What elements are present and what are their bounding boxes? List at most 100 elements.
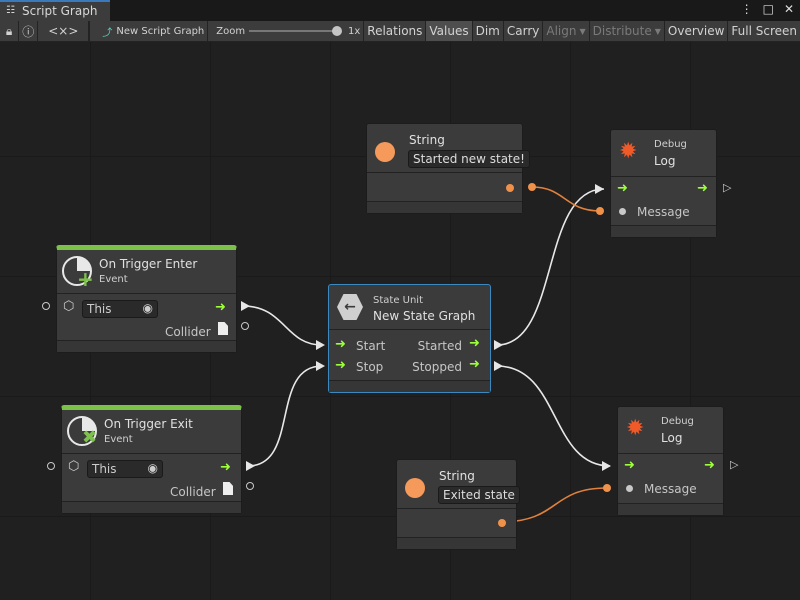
node-subtitle: State Unit [373,295,424,306]
message-connector[interactable] [603,484,611,492]
node-title: New State Graph [373,309,476,323]
tab-script-graph[interactable]: ☷Script Graph [0,0,110,21]
stop-arrow-icon[interactable]: ➜ [335,358,346,373]
output-port[interactable] [498,519,506,527]
state-unit-icon: ← [337,294,363,320]
on-trigger-enter-node[interactable]: + On Trigger Enter Event ⬡ This◉ ➜ Colli… [56,245,237,353]
node-title: On Trigger Exit [104,417,193,431]
message-connector[interactable] [596,207,604,215]
event-icon [67,416,97,446]
started-arrow-icon[interactable]: ➜ [469,336,480,351]
target-input[interactable]: This ◉ [87,460,163,478]
stopped-label: Stopped [412,360,462,374]
string-icon [405,478,425,498]
collider-label: Collider [170,485,216,499]
output-port[interactable] [506,184,514,192]
flow-output-arrow-icon[interactable]: ➜ [697,181,708,196]
document-icon [223,482,233,495]
carry-button[interactable]: Carry [504,21,544,41]
variables-icon[interactable]: <×> [38,21,90,41]
flow-input-arrow-icon[interactable]: ➜ [617,181,628,196]
node-subtitle: Debug [661,416,694,427]
message-label: Message [644,482,697,496]
debug-log-node[interactable]: ✹ Debug Log ➜ ➜ Message [610,129,717,238]
on-trigger-exit-node[interactable]: ✖ On Trigger Exit Event ⬡ This◉ ➜ Collid… [61,405,242,514]
state-unit-node[interactable]: ← State Unit New State Graph ➜ Start Sta… [328,284,491,393]
started-connector[interactable] [494,340,503,350]
flow-output-arrow-icon[interactable]: ➜ [215,300,226,315]
node-title: String [409,133,445,147]
kebab-icon[interactable]: ⋮ [740,2,753,16]
relations-button[interactable]: Relations [364,21,427,41]
string-node[interactable]: String Started new state! [366,123,530,214]
target-input[interactable]: This ◉ [82,300,158,318]
message-port[interactable] [626,485,633,492]
object-picker-icon[interactable]: ◉ [142,301,153,315]
target-connector[interactable] [42,302,50,310]
string-node[interactable]: String Exited state [396,459,520,550]
string-value-input[interactable]: Exited state [438,486,520,504]
collider-connector[interactable] [241,322,249,330]
tab-title: Script Graph [22,4,98,18]
graph-name: New Script Graph [116,25,205,37]
graph-breadcrumb[interactable]: ⤴New Script Graph [90,21,209,41]
stopped-connector[interactable] [494,361,503,371]
toolbar: 🔒︎ ⓘ <×> ⤴New Script Graph Zoom 1x Relat… [0,21,800,42]
document-icon [218,322,228,335]
string-icon [375,142,395,162]
node-title: On Trigger Enter [99,257,198,271]
flow-connector[interactable] [602,461,611,471]
collider-connector[interactable] [246,482,254,490]
node-title: Log [654,154,676,168]
graph-icon: ⤴ [102,27,113,39]
lock-icon[interactable]: 🔒︎ [0,21,20,41]
flow-out-connector[interactable] [241,301,250,311]
string-output-connector[interactable] [528,183,536,191]
event-icon [62,256,92,286]
overview-button[interactable]: Overview [665,21,729,41]
object-picker-icon[interactable]: ◉ [147,461,158,475]
align-dropdown[interactable]: Align▼ [543,21,590,41]
full-screen-button[interactable]: Full Screen [731,24,797,38]
start-connector[interactable] [316,340,325,350]
target-value: This [87,302,112,316]
zoom-slider-handle[interactable] [332,26,342,36]
flow-output-arrow-icon[interactable]: ➜ [220,460,231,475]
close-icon[interactable]: ✕ [783,2,794,16]
node-title: Log [661,431,683,445]
target-connector[interactable] [47,462,55,470]
values-button[interactable]: Values [426,21,473,41]
flow-out-connector-icon[interactable]: ▷ [730,458,739,471]
x-icon: ✖ [82,427,98,448]
start-arrow-icon[interactable]: ➜ [335,337,346,352]
started-label: Started [417,339,462,353]
stopped-arrow-icon[interactable]: ➜ [469,357,480,372]
stop-connector[interactable] [316,361,325,371]
flow-output-arrow-icon[interactable]: ➜ [704,458,715,473]
flow-out-connector[interactable] [246,461,255,471]
distribute-dropdown[interactable]: Distribute▼ [590,21,665,41]
message-port[interactable] [619,208,626,215]
distribute-label: Distribute [592,24,652,38]
flow-connector[interactable] [595,184,604,194]
flow-input-arrow-icon[interactable]: ➜ [624,458,635,473]
dim-button[interactable]: Dim [473,21,504,41]
debug-log-node[interactable]: ✹ Debug Log ➜ ➜ Message [617,406,724,516]
zoom-control: Zoom 1x [208,21,365,41]
maximize-icon[interactable]: □ [762,2,774,16]
stop-label: Stop [356,360,384,374]
info-icon[interactable]: ⓘ [19,21,39,41]
bug-icon: ✹ [626,416,645,441]
chevron-down-icon: ▼ [579,26,586,36]
node-subtitle: Event [99,274,128,285]
string-value-input[interactable]: Started new state! [408,150,530,168]
align-label: Align [546,24,577,38]
zoom-slider[interactable] [249,26,342,36]
cube-icon: ⬡ [63,299,75,314]
zoom-value: 1x [348,25,361,37]
zoom-label: Zoom [216,25,246,37]
flow-out-connector-icon[interactable]: ▷ [723,181,732,194]
target-value: This [92,462,117,476]
node-title: String [439,469,475,483]
message-label: Message [637,205,690,219]
